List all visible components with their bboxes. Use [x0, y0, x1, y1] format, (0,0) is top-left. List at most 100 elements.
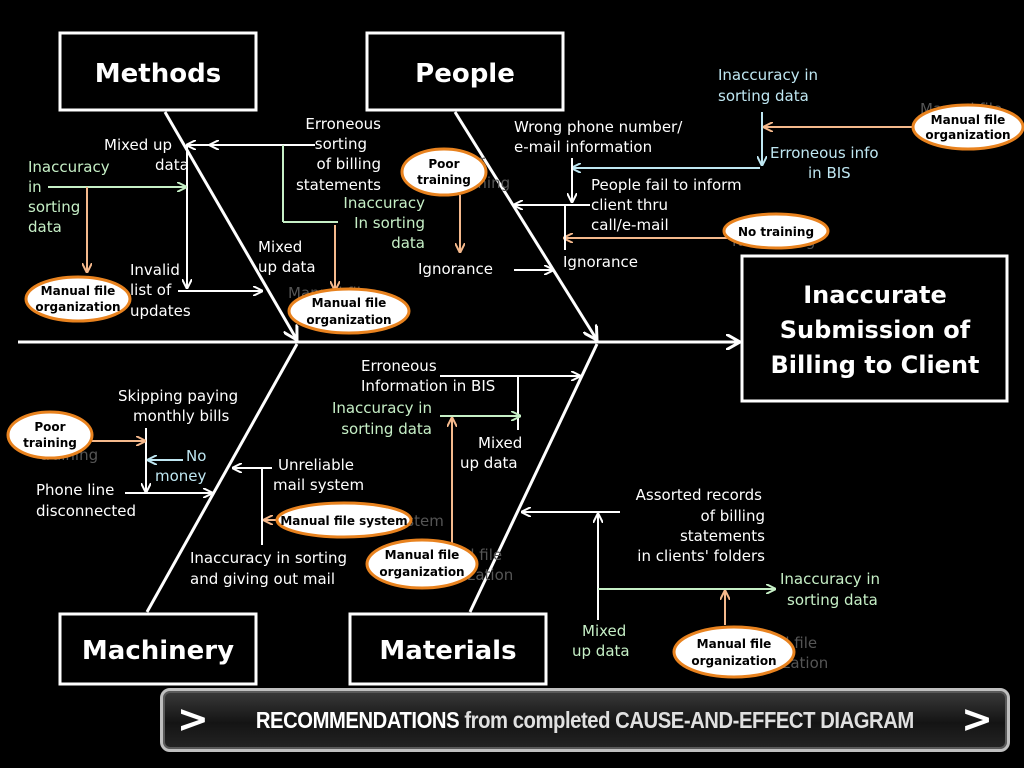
effect-box: Inaccurate Submission of Billing to Clie… — [740, 254, 1009, 403]
category-people: People — [365, 31, 565, 112]
methods-inacc-3: sorting — [28, 198, 80, 216]
machinery-phone-2: disconnected — [36, 502, 136, 520]
svg-text:organization: organization — [379, 565, 464, 579]
banner-right-chevron-icon: > — [961, 697, 993, 741]
methods-err-2: sorting — [315, 135, 367, 153]
svg-text:Manual file: Manual file — [385, 548, 460, 562]
machinery-nomoney-1: No — [186, 447, 206, 465]
people-fail-2: client thru — [591, 196, 668, 214]
badge-manual-file-methods-left: Manual file organization — [24, 275, 132, 323]
banner-title-part2: from completed CAUSE-AND-EFFECT DIAGRAM — [459, 706, 914, 733]
effect-line-3: Billing to Client — [770, 351, 979, 379]
materials-mixed-1: Mixed — [478, 434, 522, 452]
people-fail-3: call/e-mail — [591, 216, 669, 234]
svg-text:training: training — [417, 173, 471, 187]
materials-inacc-1: Inaccuracy in — [332, 399, 432, 417]
materials-errinfo-2: Information in BIS — [361, 377, 495, 395]
methods-invalid-1: Invalid — [130, 261, 180, 279]
category-methods: Methods — [58, 31, 258, 112]
materials-mixed2-1: Mixed — [582, 622, 626, 640]
people-wrong-2: e-mail information — [514, 138, 652, 156]
methods-mixed2-1: Mixed — [258, 238, 302, 256]
machinery-nomoney-2: money — [155, 467, 207, 485]
people-causes: Wrong phone number/ e-mail information I… — [418, 66, 918, 278]
category-methods-label: Methods — [95, 59, 221, 89]
methods-inacc-2: in — [28, 178, 42, 196]
materials-assorted-3: statements — [680, 527, 765, 545]
materials-mixed-2: up data — [460, 454, 518, 472]
badge-manual-file-methods-center: Manual file organization — [287, 287, 411, 335]
machinery-skip-2: monthly bills — [133, 407, 230, 425]
methods-causes: Mixed up data Inaccuracy in sorting data… — [28, 115, 425, 320]
banner-title: RECOMMENDATIONS from completed CAUSE-AND… — [256, 707, 914, 734]
methods-invalid-2: list of — [130, 281, 172, 299]
people-errinfo-2: in BIS — [808, 164, 851, 182]
materials-inacc2-2: sorting data — [787, 591, 878, 609]
machinery-unrel-1: Unreliable — [278, 456, 354, 474]
methods-mixed-up-1: Mixed up — [104, 136, 172, 154]
methods-err-4: statements — [296, 176, 381, 194]
methods-inacc2-1: Inaccuracy — [343, 194, 425, 212]
category-materials: Materials — [348, 612, 548, 686]
machinery-skip-1: Skipping paying — [118, 387, 238, 405]
badge-no-training-people: No training — [722, 212, 830, 250]
machinery-sort-1: Inaccuracy in sorting — [190, 549, 347, 567]
badge-manual-file-system: Manual file system — [275, 501, 413, 539]
people-fail-1: People fail to inform — [591, 176, 742, 194]
materials-assorted-1: Assorted records — [636, 486, 763, 504]
materials-causes: Erroneous Information in BIS Inaccuracy … — [332, 357, 880, 660]
methods-mixed2-2: up data — [258, 258, 316, 276]
machinery-phone-1: Phone line — [36, 481, 114, 499]
banner-title-part1: RECOMMENDATIONS — [256, 706, 460, 733]
effect-line-2: Submission of — [780, 316, 971, 344]
badge-poor-training-machinery: Poor training — [6, 410, 94, 460]
svg-text:organization: organization — [691, 654, 776, 668]
materials-assorted-4: in clients' folders — [637, 547, 765, 565]
bone-people — [453, 111, 597, 340]
badges: Manual file organization Poor training N… — [6, 103, 1024, 679]
machinery-sort-2: and giving out mail — [190, 570, 335, 588]
svg-text:Manual file: Manual file — [312, 296, 387, 310]
category-people-label: People — [415, 59, 515, 89]
methods-invalid-3: updates — [130, 302, 191, 320]
methods-inacc-4: data — [28, 218, 62, 236]
badge-manual-file-materials-bottom: Manual file organization — [672, 625, 796, 679]
machinery-unrel-2: mail system — [273, 476, 364, 494]
category-materials-label: Materials — [379, 636, 516, 666]
svg-text:No training: No training — [738, 225, 814, 239]
banner-left-chevron-icon: > — [177, 697, 209, 741]
effect-line-1: Inaccurate — [803, 281, 947, 309]
bone-materials — [468, 343, 599, 613]
methods-inacc2-2: In sorting — [354, 214, 425, 232]
materials-errinfo-1: Erroneous — [361, 357, 437, 375]
svg-text:Poor: Poor — [34, 420, 65, 434]
people-ignorance-1: Ignorance — [418, 260, 493, 278]
svg-text:Manual file: Manual file — [697, 637, 772, 651]
svg-text:organization: organization — [925, 128, 1010, 142]
svg-text:organization: organization — [306, 313, 391, 327]
people-wrong-1: Wrong phone number/ — [514, 118, 683, 136]
category-machinery: Machinery — [58, 612, 258, 686]
svg-text:Manual file system: Manual file system — [280, 514, 407, 528]
svg-text:Poor: Poor — [428, 157, 459, 171]
recommendations-banner: > RECOMMENDATIONS from completed CAUSE-A… — [160, 688, 1010, 752]
badge-manual-file-people: Manual file organization — [911, 103, 1024, 151]
methods-mixed-up-2: data — [155, 156, 189, 174]
materials-inacc2-1: Inaccuracy in — [780, 570, 880, 588]
badge-manual-file-materials: Manual file organization — [365, 538, 479, 590]
people-inacc-1: Inaccuracy in — [718, 66, 818, 84]
people-errinfo-1: Erroneous info — [770, 144, 879, 162]
materials-assorted-2: of billing — [701, 507, 765, 525]
category-machinery-label: Machinery — [82, 636, 234, 666]
materials-mixed2-2: up data — [572, 642, 630, 660]
svg-text:training: training — [23, 436, 77, 450]
people-ignorance-2: Ignorance — [563, 253, 638, 271]
svg-text:Manual file: Manual file — [41, 284, 116, 298]
bone-machinery — [145, 343, 299, 613]
svg-text:organization: organization — [35, 300, 120, 314]
methods-inacc-1: Inaccuracy — [28, 158, 110, 176]
methods-err-1: Erroneous — [305, 115, 381, 133]
materials-inacc-2: sorting data — [341, 420, 432, 438]
people-inacc-2: sorting data — [718, 87, 809, 105]
